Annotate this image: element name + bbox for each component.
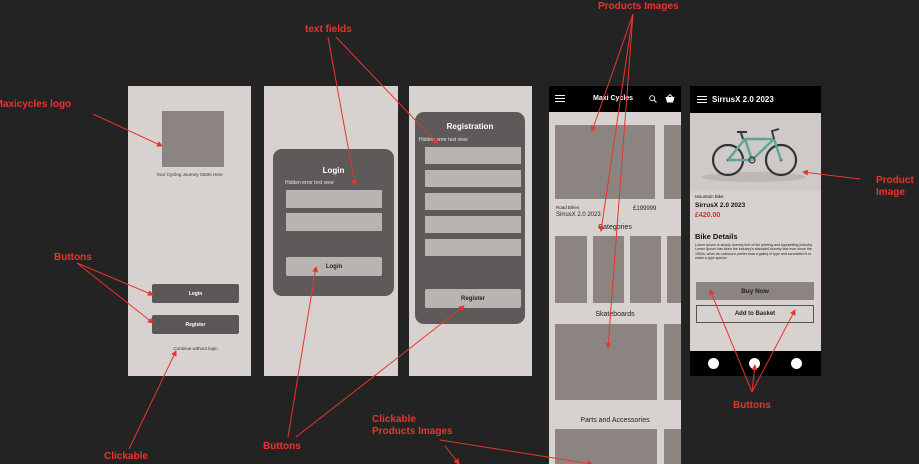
annotation-buttons-right: Buttons bbox=[733, 400, 771, 411]
annotation-product-image-1: Product bbox=[876, 175, 914, 186]
skateboard-image-next[interactable] bbox=[664, 324, 681, 400]
parts-image[interactable] bbox=[555, 429, 657, 464]
product-image-featured[interactable] bbox=[555, 125, 655, 199]
categories-heading: Categories bbox=[598, 224, 632, 231]
bike-details-heading: Bike Details bbox=[695, 232, 738, 241]
product-image-featured-next[interactable] bbox=[664, 125, 681, 199]
buy-now-button[interactable]: Buy Now bbox=[696, 282, 814, 300]
annotation-logo: The Maxicycles logo bbox=[0, 99, 72, 110]
login-card: Login Hidden error text view Login bbox=[273, 149, 394, 296]
password-field[interactable] bbox=[286, 213, 382, 231]
product-category: Mountain Bike bbox=[695, 194, 724, 199]
continue-without-login-link[interactable]: Continue without login bbox=[173, 346, 218, 351]
annotation-products-images: Products Images bbox=[598, 1, 679, 12]
reg-field-4[interactable] bbox=[425, 216, 521, 233]
category-tile-3[interactable] bbox=[630, 236, 661, 303]
annotation-clickable-products-1: Clickable bbox=[372, 414, 416, 425]
tagline: Your Cycling Journey Starts Here bbox=[156, 172, 223, 177]
detail-top-bar: SirrusX 2.0 2023 bbox=[690, 86, 821, 113]
bike-details-body: Lorem Ipsum is simply dummy text of the … bbox=[695, 243, 813, 261]
reg-field-2[interactable] bbox=[425, 170, 521, 187]
reg-field-5[interactable] bbox=[425, 239, 521, 256]
add-to-basket-button[interactable]: Add to Basket bbox=[696, 305, 814, 323]
reg-field-1[interactable] bbox=[425, 147, 521, 164]
error-text: Hidden error text view bbox=[285, 180, 334, 186]
registration-card: Registration Hidden error text view Regi… bbox=[415, 112, 525, 324]
app-title: Maxi Cycles bbox=[593, 95, 634, 102]
splash-screen: Your Cycling Journey Starts Here Login R… bbox=[128, 86, 251, 376]
product-name: SirrusX 2.0 2023 bbox=[695, 202, 746, 209]
hamburger-menu-icon[interactable] bbox=[555, 95, 565, 103]
nav-dot-1[interactable] bbox=[708, 358, 719, 369]
product-image bbox=[690, 113, 821, 191]
annotation-buttons-mid: Buttons bbox=[263, 441, 301, 452]
nav-dot-2[interactable] bbox=[749, 358, 760, 369]
skateboard-image[interactable] bbox=[555, 324, 657, 400]
login-screen: Login Hidden error text view Login bbox=[264, 86, 398, 376]
annotation-clickable: Clickable bbox=[104, 451, 148, 462]
maxicycles-logo bbox=[162, 111, 224, 167]
register-submit-button[interactable]: Register bbox=[425, 289, 521, 308]
catalog-screen: Maxi Cycles Road Bikes SirrusX 2.0 2023 … bbox=[549, 86, 681, 464]
login-title: Login bbox=[322, 166, 345, 175]
hamburger-menu-icon[interactable] bbox=[697, 96, 707, 104]
category-tile-1[interactable] bbox=[555, 236, 587, 303]
product-category: Road Bikes bbox=[556, 205, 580, 210]
basket-icon[interactable] bbox=[665, 94, 675, 103]
nav-dot-3[interactable] bbox=[791, 358, 802, 369]
username-field[interactable] bbox=[286, 190, 382, 208]
registration-screen: Registration Hidden error text view Regi… bbox=[409, 86, 532, 376]
detail-header-title: SirrusX 2.0 2023 bbox=[712, 95, 774, 104]
registration-title: Registration bbox=[446, 122, 494, 131]
parts-image-next[interactable] bbox=[664, 429, 681, 464]
annotation-clickable-products-2: Products Images bbox=[372, 426, 453, 437]
login-submit-button[interactable]: Login bbox=[286, 257, 382, 276]
annotation-text-fields: text fields bbox=[305, 24, 352, 35]
skateboards-heading: Skateboards bbox=[595, 311, 635, 318]
register-button[interactable]: Register bbox=[152, 315, 239, 334]
annotation-product-image-2: Image bbox=[876, 187, 905, 198]
login-button[interactable]: Login bbox=[152, 284, 239, 303]
product-name: SirrusX 2.0 2023 bbox=[556, 212, 601, 218]
bottom-nav bbox=[690, 351, 821, 376]
reg-field-3[interactable] bbox=[425, 193, 521, 210]
product-detail-screen: SirrusX 2.0 2023 Mountain Bike SirrusX 2… bbox=[690, 86, 821, 376]
parts-heading: Parts and Accessories bbox=[580, 417, 650, 424]
product-price: £420.00 bbox=[695, 212, 721, 219]
search-icon[interactable] bbox=[649, 95, 657, 103]
bicycle-icon bbox=[702, 128, 806, 182]
annotation-buttons-left: Buttons bbox=[54, 252, 92, 263]
product-price: £199999 bbox=[633, 206, 657, 212]
error-text: Hidden error text view bbox=[419, 137, 468, 143]
top-bar: Maxi Cycles bbox=[549, 86, 681, 112]
category-tile-2[interactable] bbox=[593, 236, 624, 303]
category-tile-4[interactable] bbox=[667, 236, 681, 303]
